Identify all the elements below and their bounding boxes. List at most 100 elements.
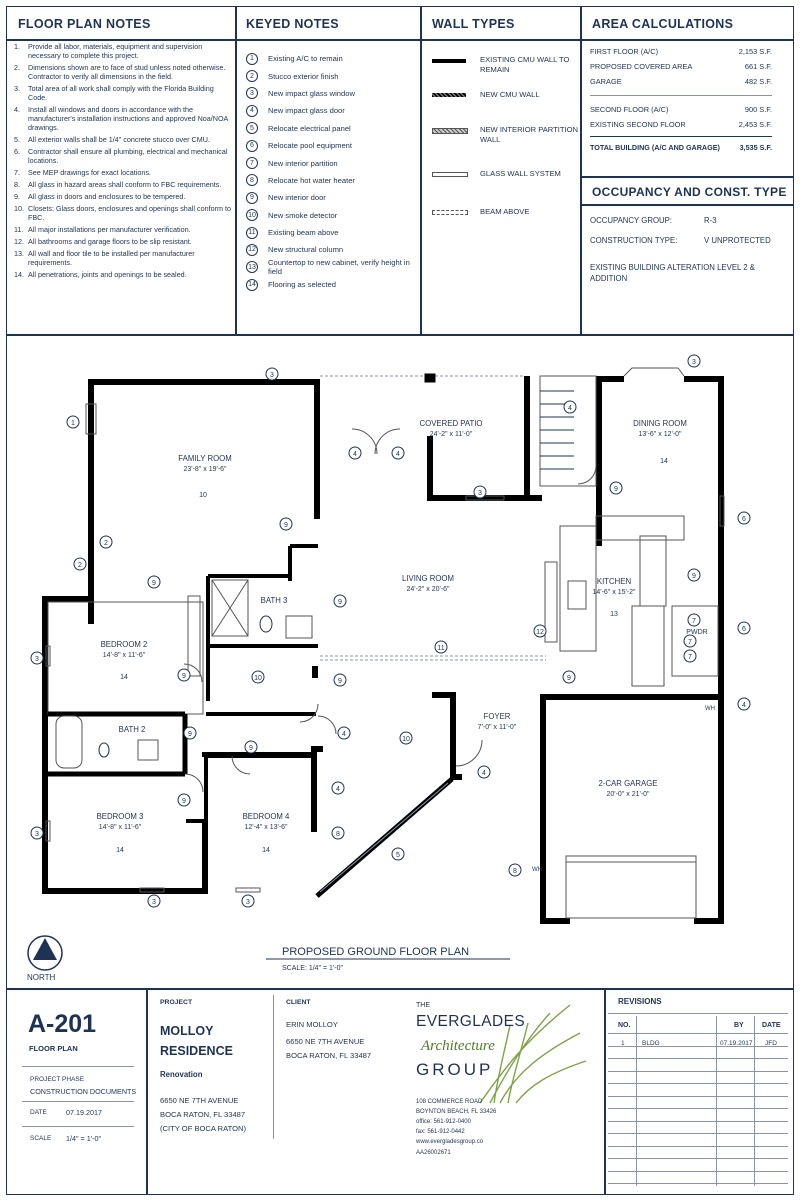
rev-grid-line <box>608 1183 788 1184</box>
area-value: 482 S.F. <box>744 77 772 86</box>
svg-text:3: 3 <box>152 899 156 906</box>
note-text: All glass in hazard areas shall conform … <box>28 180 222 189</box>
marker: 9 <box>333 594 347 608</box>
keyed-note-text: Countertop to new cabinet, verify height… <box>268 258 410 277</box>
svg-text:5: 5 <box>396 852 400 859</box>
svg-text:7: 7 <box>688 654 692 661</box>
marker: 9 <box>177 793 191 807</box>
marker: 3 <box>473 485 487 499</box>
svg-text:9: 9 <box>249 745 253 752</box>
wall-swatch-hatch-light <box>432 128 468 134</box>
room-bedroom3-tag: 14 <box>116 847 124 854</box>
room-bedroom2: BEDROOM 2 <box>101 640 148 649</box>
svg-text:7: 7 <box>692 618 696 625</box>
scale-label: SCALE <box>30 1135 52 1142</box>
note-text: Contractor shall ensure all plumbing, el… <box>28 147 228 165</box>
marker: 3 <box>30 826 44 840</box>
keyed-note-text: New interior door <box>268 193 326 203</box>
marker: 4 <box>331 781 345 795</box>
area-value: 2,153 S.F. <box>738 47 772 56</box>
room-bedroom2-dim: 14'-8" x 11'-6" <box>103 652 146 659</box>
keyed-note-number: 1 <box>246 52 258 65</box>
rev-grid-line <box>608 1120 788 1122</box>
sheet-number: A-201 <box>28 1010 97 1038</box>
rev-grid-line <box>608 1045 788 1047</box>
room-bedroom2-tag: 14 <box>120 674 128 681</box>
svg-text:3: 3 <box>692 359 696 366</box>
marker: 3 <box>687 354 701 368</box>
marker: 7 <box>683 649 697 663</box>
svg-text:1: 1 <box>71 420 75 427</box>
wall-type-label: GLASS WALL SYSTEM <box>480 169 561 178</box>
floor-plan-note: 2.Dimensions shown are to face of stud u… <box>14 63 234 81</box>
note-number: 4. <box>14 105 20 114</box>
keyed-note-number: 11 <box>246 226 258 239</box>
firm-the: THE <box>416 1002 430 1009</box>
marker: 8 <box>508 863 522 877</box>
rev-grid-line <box>608 1133 788 1134</box>
room-family-tag: 10 <box>199 492 207 499</box>
floor-plan-note: 8.All glass in hazard areas shall confor… <box>14 180 234 189</box>
note-number: 10. <box>14 204 24 213</box>
marker: 4 <box>337 726 351 740</box>
note-number: 12. <box>14 237 24 246</box>
rev-grid-line <box>608 1108 788 1109</box>
floor-plan-note: 1.Provide all labor, materials, equipmen… <box>14 42 234 60</box>
room-labels: FAMILY ROOM 23'-8" x 19'-6" 10 COVERED P… <box>97 419 715 873</box>
note-number: 1. <box>14 42 20 51</box>
svg-text:4: 4 <box>353 451 357 458</box>
note-text: Total area of all work shall comply with… <box>28 84 214 102</box>
area-label: SECOND FLOOR (A/C) <box>590 105 669 114</box>
tb-left-divider <box>22 1126 134 1127</box>
svg-text:9: 9 <box>182 798 186 805</box>
floor-plan-note: 12.All bathrooms and garage floors to be… <box>14 237 234 246</box>
occupancy-group-label: OCCUPANCY GROUP: <box>590 216 673 225</box>
marker: 9 <box>244 740 258 754</box>
rev-grid-line <box>608 1158 788 1159</box>
existing-walls <box>42 376 724 924</box>
marker: 10 <box>251 670 265 684</box>
date-value: 07.19.2017 <box>66 1108 102 1117</box>
floor-plan-note: 4.Install all windows and doors in accor… <box>14 105 234 132</box>
plan-title: PROPOSED GROUND FLOOR PLAN <box>282 946 469 958</box>
floor-plan-notes-list: 1.Provide all labor, materials, equipmen… <box>14 42 234 282</box>
floor-plan-notes-title: FLOOR PLAN NOTES <box>18 17 151 31</box>
marker: 12 <box>533 624 547 638</box>
keyed-note-text: Flooring as selected <box>268 280 336 290</box>
note-text: All exterior walls shall be 1/4" concret… <box>28 135 210 144</box>
marker: 4 <box>563 400 577 414</box>
svg-text:3: 3 <box>35 656 39 663</box>
svg-text:9: 9 <box>188 731 192 738</box>
area-table: FIRST FLOOR (A/C)2,153 S.F. PROPOSED COV… <box>590 44 772 155</box>
room-kitchen-tag: 13 <box>610 611 618 618</box>
tb-div-3 <box>604 988 606 1195</box>
note-text: Dimensions shown are to face of stud unl… <box>28 63 226 81</box>
plan-scale: SCALE: 1/4" = 1'-0" <box>282 965 343 972</box>
room-foyer-dim: 7'-0" x 11'-0" <box>478 724 517 731</box>
firm-addr-1: 108 COMMERCE ROAD <box>416 1099 483 1105</box>
col-divider-2 <box>420 6 422 335</box>
rev-grid-col <box>636 1016 637 1186</box>
marker: 9 <box>609 481 623 495</box>
rev-grid-line <box>608 1170 788 1172</box>
firm-name-1: EVERGLADES <box>416 1013 526 1030</box>
svg-text:10: 10 <box>254 675 262 682</box>
col-divider-3 <box>580 6 582 335</box>
rev-grid-col <box>754 1016 755 1186</box>
room-bedroom4: BEDROOM 4 <box>243 812 290 821</box>
sheet-name: FLOOR PLAN <box>29 1044 78 1053</box>
rev-grid-line <box>608 1070 788 1072</box>
tb-div-1 <box>146 988 148 1195</box>
project-type: Renovation <box>160 1070 203 1079</box>
keyed-note-text: Relocate pool equipment <box>268 141 353 151</box>
svg-text:4: 4 <box>742 702 746 709</box>
keyed-note-text: New smoke detector <box>268 210 338 220</box>
svg-text:8: 8 <box>336 831 340 838</box>
rev-line <box>608 1013 788 1014</box>
